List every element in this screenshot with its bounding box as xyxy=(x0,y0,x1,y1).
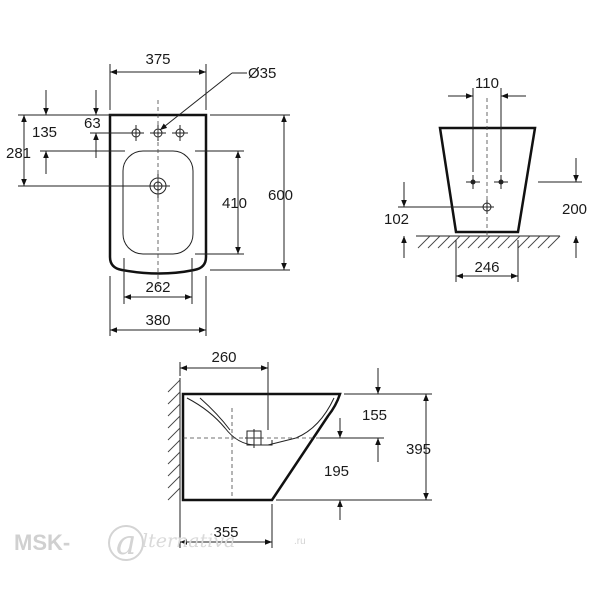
dim-281: 281 xyxy=(6,145,31,162)
dim-262: 262 xyxy=(145,279,170,296)
dim-110: 110 xyxy=(475,75,499,92)
wall-hatch xyxy=(167,379,181,501)
watermark-at: a xyxy=(116,523,136,563)
dim-246: 246 xyxy=(474,259,499,276)
dim-410: 410 xyxy=(222,195,247,212)
front-view-outline xyxy=(438,126,537,234)
tap-hole-icon xyxy=(172,125,188,141)
dim-155: 155 xyxy=(362,407,387,424)
dim-355: 355 xyxy=(213,524,238,541)
floor-hatch xyxy=(417,235,561,249)
dim-395: 395 xyxy=(406,441,431,458)
top-view-outline xyxy=(108,113,208,275)
drain-icon xyxy=(480,200,494,214)
tap-hole-icon xyxy=(494,175,508,189)
side-view-outline xyxy=(181,392,342,502)
side-view-bowl xyxy=(186,397,335,446)
dim-102: 102 xyxy=(384,211,409,228)
dim-top-width: 375 xyxy=(145,51,170,68)
dim-200: 200 xyxy=(562,201,587,218)
tap-hole-icon xyxy=(466,175,480,189)
watermark: MSK- a lternativa .ru xyxy=(14,523,306,563)
dim-380: 380 xyxy=(145,312,170,329)
siphon-icon xyxy=(245,429,263,448)
dim-195: 195 xyxy=(324,463,349,480)
tap-hole-icon xyxy=(128,125,144,141)
dim-63: 63 xyxy=(84,115,101,132)
watermark-script: lternativa xyxy=(142,530,235,552)
dim-hole-diameter: Ø35 xyxy=(248,65,276,82)
watermark-tld: .ru xyxy=(294,536,306,547)
top-view: 375 Ø35 63 135 281 410 600 xyxy=(6,51,293,336)
dim-600: 600 xyxy=(268,187,293,204)
front-view: 110 102 200 246 xyxy=(384,75,587,282)
dim-135: 135 xyxy=(32,124,57,141)
side-view: 260 155 395 195 355 xyxy=(167,349,432,548)
dim-260: 260 xyxy=(211,349,236,366)
watermark-brand: MSK- xyxy=(14,530,70,555)
